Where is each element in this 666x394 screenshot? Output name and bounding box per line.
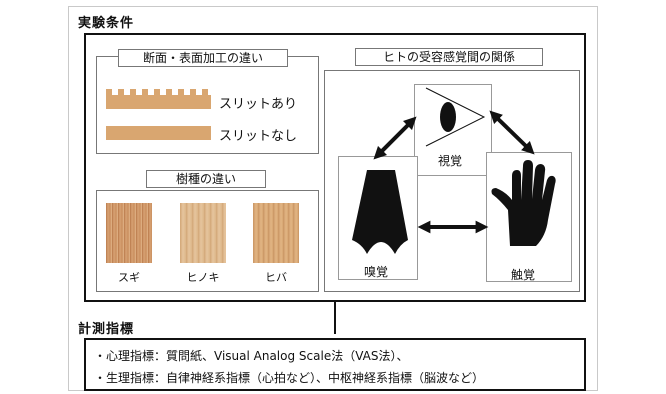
touch-label: 触覚 [511,268,536,282]
arrow-vision-smell [373,116,417,160]
metrics-box [84,338,586,391]
hiba-label: ヒバ [265,271,287,284]
hand-icon [491,160,556,246]
sugi-label: スギ [118,271,140,284]
connector-line [334,301,336,334]
sugi-sample [106,203,152,263]
senses-panel-title: ヒトの受容感覚間の関係 [355,48,543,66]
eye-icon [425,87,486,147]
slit-no-label: スリットなし [219,129,298,144]
hinoki-sample [180,203,226,263]
arrow-vision-touch [489,110,535,155]
flat-board [106,126,211,140]
conditions-title: 実験条件 [78,16,135,31]
surface-panel-title: 断面・表面加工の違い [118,49,288,67]
slit-board [106,89,211,109]
physio-metric: ・生理指標：自律神経系指標（心拍など）、中枢神経系指標（脳波など） [94,371,485,385]
slit-yes-label: スリットあり [219,97,298,112]
hinoki-label: ヒノキ [186,271,220,284]
hiba-sample [253,203,299,263]
wood-panel-title: 樹種の違い [146,170,266,188]
psych-metric: ・心理指標：質問紙、Visual Analog Scale法（VAS法）、 [94,349,409,363]
smell-label: 嗅覚 [364,265,389,279]
vision-label: 視覚 [438,154,463,168]
nose-icon [352,170,408,254]
vision-box [414,84,492,176]
metrics-title: 計測指標 [78,322,135,337]
